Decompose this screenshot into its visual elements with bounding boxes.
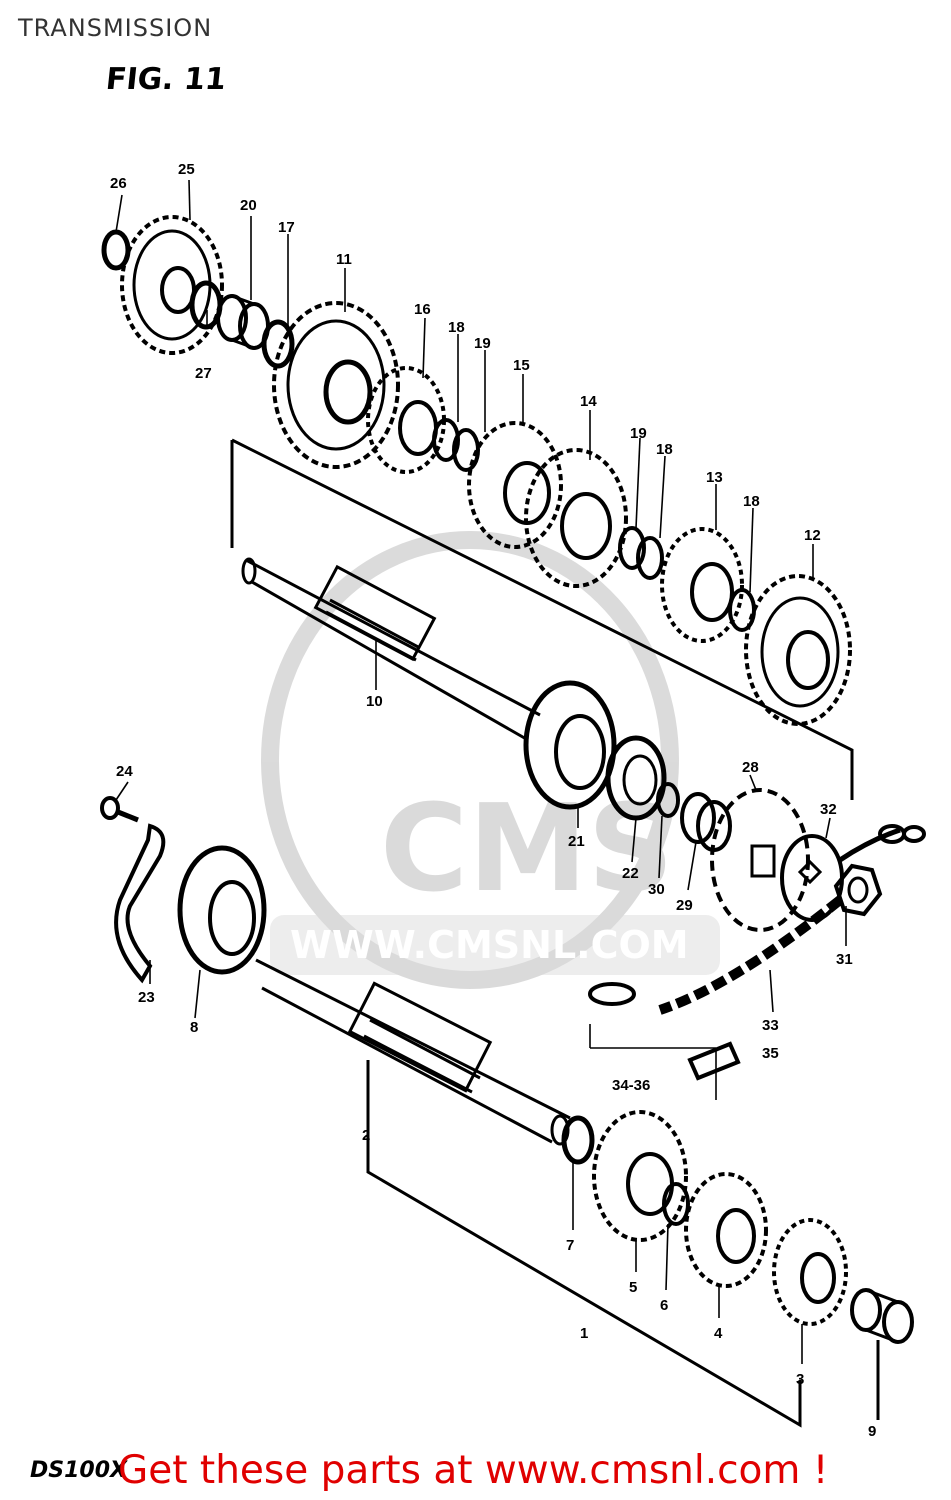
callout-5: 5	[629, 1279, 637, 1296]
callout-31: 31	[836, 951, 853, 968]
part-23-plate	[114, 823, 166, 984]
part-14-gear	[524, 448, 628, 588]
part-31-nut	[833, 863, 883, 917]
callout-33: 33	[762, 1017, 779, 1034]
part-13-gear	[660, 527, 744, 643]
model-label: DS100X	[30, 1458, 127, 1483]
part-10-countershaft	[241, 557, 541, 742]
callout-8: 8	[190, 1019, 198, 1036]
callout-23: 23	[138, 989, 155, 1006]
callout-17: 17	[278, 219, 295, 236]
callout-12: 12	[804, 527, 821, 544]
page-title: TRANSMISSION	[18, 14, 213, 42]
part-29-spacer	[680, 792, 732, 852]
callout-labels: 26 25 20 17 11 27 16 18 19 15 14 19 18 1…	[110, 161, 876, 1440]
callout-10: 10	[366, 693, 383, 710]
part-4-gear	[684, 1172, 768, 1288]
callout-2: 2	[362, 1127, 370, 1144]
leader-lines	[115, 179, 847, 1364]
callout-32: 32	[820, 801, 837, 818]
callout-4: 4	[714, 1325, 723, 1342]
callout-35: 35	[762, 1045, 779, 1062]
part-17-washer	[261, 319, 295, 369]
callout-18: 18	[743, 493, 760, 510]
callout-26: 26	[110, 175, 127, 192]
part-12-gear	[744, 574, 852, 726]
part-26-circlip	[101, 229, 131, 271]
part-9-bushing	[850, 1288, 914, 1344]
callout-20: 20	[240, 197, 257, 214]
watermark: CMS WWW.CMSNL.COM	[261, 531, 720, 989]
part-11-gear	[272, 301, 400, 469]
part-33-chain	[658, 824, 926, 1015]
part-28-sprocket	[710, 788, 810, 932]
lower-assembly	[100, 796, 914, 1428]
callout-6: 6	[660, 1297, 668, 1314]
part-21-bearing	[523, 680, 617, 810]
part-30-o-ring	[656, 782, 680, 818]
callout-34-36: 34-36	[612, 1077, 650, 1094]
callout-18: 18	[448, 319, 465, 336]
callout-1: 1	[580, 1325, 588, 1342]
watermark-logo-text: CMS	[380, 780, 674, 919]
part-15-gear	[467, 421, 563, 549]
callout-19: 19	[630, 425, 647, 442]
part-8-bearing	[177, 845, 267, 975]
callout-30: 30	[648, 881, 665, 898]
part-18-washer	[432, 418, 460, 462]
part-19-circlip	[452, 428, 480, 472]
callout-16: 16	[414, 301, 431, 318]
part-20-bearing	[216, 294, 270, 350]
callout-18: 18	[656, 441, 673, 458]
part-19-circlip	[618, 526, 646, 570]
callout-24: 24	[116, 763, 133, 780]
part-2-mainshaft	[255, 958, 571, 1146]
callout-13: 13	[706, 469, 723, 486]
callout-3: 3	[796, 1371, 804, 1388]
callout-29: 29	[676, 897, 693, 914]
part-18-washer	[636, 536, 664, 580]
part-3-gear	[772, 1218, 848, 1326]
callout-15: 15	[513, 357, 530, 374]
callout-27: 27	[195, 365, 212, 382]
part-7-circlip	[561, 1115, 595, 1165]
part-16-gear	[366, 366, 446, 474]
callout-19: 19	[474, 335, 491, 352]
callout-22: 22	[622, 865, 639, 882]
callout-11: 11	[336, 251, 352, 268]
upper-assembly	[101, 215, 926, 1081]
callout-25: 25	[178, 161, 195, 178]
callout-9: 9	[868, 1423, 876, 1440]
part-6-washer	[662, 1182, 690, 1226]
bracket-line	[231, 438, 854, 800]
part-24-screw	[100, 796, 139, 823]
callout-7: 7	[566, 1237, 574, 1254]
get-parts-link[interactable]: Get these parts at www.cmsnl.com !	[118, 1448, 829, 1493]
callout-21: 21	[568, 833, 585, 850]
watermark-url-text: WWW.CMSNL.COM	[290, 923, 689, 967]
bracket-line	[366, 1060, 802, 1428]
callout-14: 14	[580, 393, 597, 410]
callout-28: 28	[742, 759, 759, 776]
